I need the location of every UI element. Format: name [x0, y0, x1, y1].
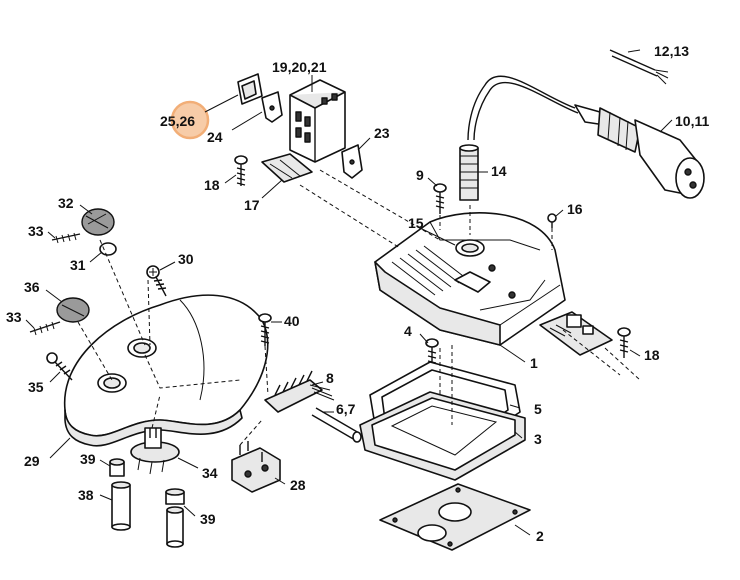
part-clip-23[interactable] — [341, 144, 363, 179]
part-sleeve-39-top[interactable] — [109, 458, 125, 477]
label-31: 31 — [70, 257, 86, 273]
part-screw-30[interactable] — [146, 265, 167, 297]
part-screw-33-bottom[interactable] — [29, 321, 61, 336]
label-18-right: 18 — [644, 347, 660, 363]
part-ring-31[interactable] — [99, 242, 117, 256]
label-3: 3 — [534, 431, 542, 447]
label-35: 35 — [28, 379, 44, 395]
label-18-left: 18 — [204, 177, 220, 193]
label-40: 40 — [284, 313, 300, 329]
label-30: 30 — [178, 251, 194, 267]
part-cable-12-13[interactable] — [609, 49, 669, 85]
part-screw-35[interactable] — [46, 352, 73, 381]
label-39-bottom: 39 — [200, 511, 216, 527]
label-33-bottom: 33 — [6, 309, 22, 325]
label-39-top: 39 — [80, 451, 96, 467]
label-15: 15 — [408, 215, 424, 231]
part-potentiometer-34[interactable] — [130, 427, 180, 475]
part-screw-18-right[interactable] — [617, 327, 631, 358]
part-screw-18-left[interactable] — [234, 155, 248, 186]
label-1: 1 — [530, 355, 538, 371]
label-4: 4 — [404, 323, 412, 339]
part-screw-16[interactable] — [547, 213, 557, 228]
part-spacer-38[interactable] — [111, 481, 131, 531]
part-screw-33-top[interactable] — [51, 232, 81, 244]
part-clip-24[interactable] — [261, 91, 283, 123]
label-19-20-21: 19,20,21 — [272, 59, 327, 75]
label-6-7: 6,7 — [336, 401, 356, 417]
part-rail-17[interactable] — [261, 153, 313, 183]
assembly-lines — [77, 169, 641, 446]
label-33-top: 33 — [28, 223, 44, 239]
label-25-26: 25,26 — [160, 113, 195, 129]
label-9: 9 — [416, 167, 424, 183]
highlight-circle[interactable] — [170, 100, 210, 140]
label-24: 24 — [207, 129, 223, 145]
part-screw-40[interactable] — [258, 313, 272, 346]
label-2: 2 — [536, 528, 544, 544]
label-14: 14 — [491, 163, 507, 179]
part-cover-25-26[interactable] — [237, 73, 263, 105]
part-block-28[interactable] — [231, 441, 281, 493]
part-circuit-board[interactable] — [539, 311, 613, 356]
label-10-11: 10,11 — [675, 113, 709, 129]
label-34: 34 — [202, 465, 218, 481]
part-contactor-19-20-21[interactable] — [289, 79, 346, 163]
label-5: 5 — [534, 401, 542, 417]
label-16: 16 — [567, 201, 583, 217]
label-23: 23 — [374, 125, 390, 141]
part-gasket-2[interactable] — [379, 483, 531, 551]
label-32: 32 — [58, 195, 74, 211]
label-29: 29 — [24, 453, 40, 469]
part-screw-9[interactable] — [433, 183, 447, 214]
part-screw-4[interactable] — [425, 338, 439, 372]
leader-lines — [25, 49, 673, 536]
label-12-13: 12,13 — [654, 43, 689, 59]
part-sleeve-39-bottom[interactable] — [165, 488, 185, 548]
label-36: 36 — [24, 279, 40, 295]
label-38: 38 — [78, 487, 94, 503]
part-housing-1[interactable] — [374, 212, 566, 346]
part-cover-29[interactable] — [63, 294, 269, 447]
label-28: 28 — [290, 477, 306, 493]
part-grommet-14[interactable] — [459, 144, 479, 201]
power-cord — [467, 75, 576, 141]
part-knob-32[interactable] — [81, 208, 115, 236]
part-cable-6-7[interactable] — [311, 407, 362, 443]
part-plug-10-11[interactable] — [574, 104, 705, 199]
part-knob-36[interactable] — [56, 297, 90, 323]
label-17: 17 — [244, 197, 260, 213]
part-frame-3[interactable] — [359, 391, 526, 481]
label-8: 8 — [326, 370, 334, 386]
part-terminal-8[interactable] — [264, 370, 335, 413]
